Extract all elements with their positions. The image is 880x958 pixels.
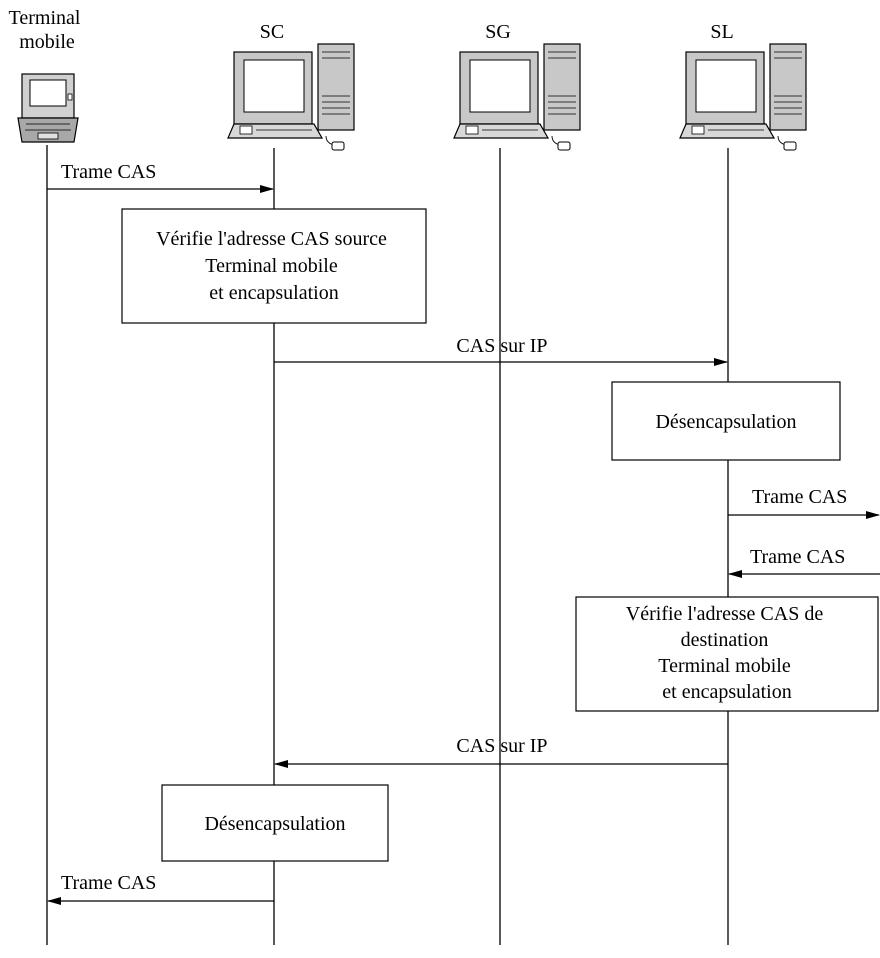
participant-label-sg: SG xyxy=(485,21,511,43)
message-label: Trame CAS xyxy=(61,872,156,894)
process-box: Désencapsulation xyxy=(611,381,841,461)
process-box: Vérifie l'adresse CAS source Terminal mo… xyxy=(121,208,427,324)
desktop-computer-icon xyxy=(227,43,355,151)
svg-text:Désencapsulation: Désencapsulation xyxy=(204,813,345,835)
process-box: Vérifie l'adresse CAS de destination Ter… xyxy=(575,596,879,712)
message-label: CAS sur IP xyxy=(456,735,547,757)
laptop-icon xyxy=(17,73,79,143)
desktop-computer-icon xyxy=(453,43,581,151)
participant-label-terminal-mobile: Terminal mobile xyxy=(9,7,86,53)
message-label: Trame CAS xyxy=(750,546,845,568)
participant-label-sc: SC xyxy=(260,21,284,43)
participant-label-sl: SL xyxy=(710,21,733,43)
message-label: Trame CAS xyxy=(61,161,156,183)
svg-text:Désencapsulation: Désencapsulation xyxy=(655,411,796,433)
desktop-computer-icon xyxy=(679,43,807,151)
message-label: Trame CAS xyxy=(752,486,847,508)
svg-text:Vérifie l'adresse CAS de: Vérifie l'adresse CAS de destination Ter… xyxy=(626,603,828,703)
process-box: Désencapsulation xyxy=(161,784,389,862)
svg-text:Vérifie l'adresse CAS source: Vérifie l'adresse CAS source Terminal mo… xyxy=(156,228,392,304)
message-label: CAS sur IP xyxy=(456,335,547,357)
